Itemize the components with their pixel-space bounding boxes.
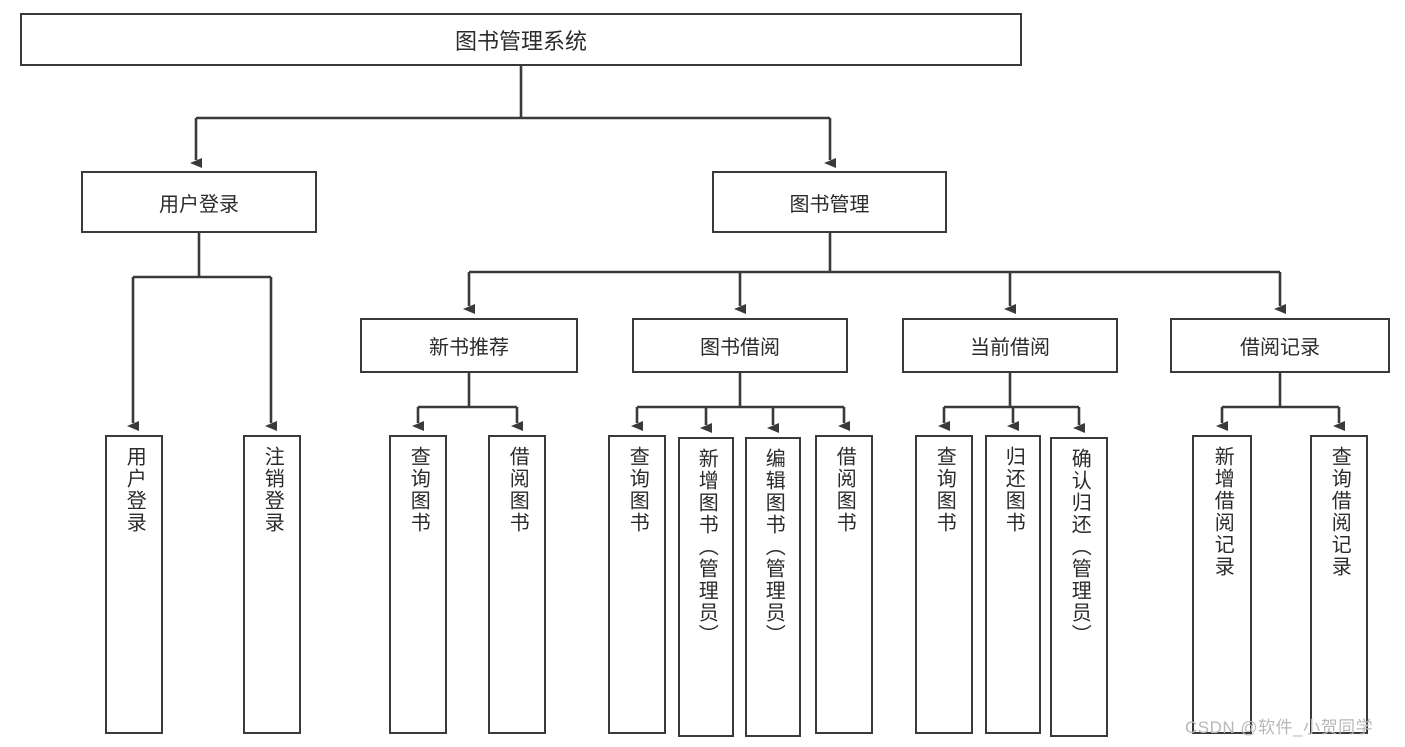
node-leaf-query-book-borrow[interactable]: 查询图书 bbox=[608, 435, 666, 734]
node-leaf-add-book-admin[interactable]: 新增图书（管理员） bbox=[678, 437, 734, 737]
node-book-borrow-label: 图书借阅 bbox=[700, 337, 780, 359]
node-leaf-confirm-return-admin[interactable]: 确认归还（管理员） bbox=[1050, 437, 1108, 737]
node-leaf-add-borrow-record-label: 新增借阅记录 bbox=[1211, 446, 1234, 578]
node-new-book-recommend-label: 新书推荐 bbox=[429, 337, 509, 359]
node-borrow-record[interactable]: 借阅记录 bbox=[1170, 318, 1390, 373]
node-leaf-borrow-book-recommend-label: 借阅图书 bbox=[506, 446, 529, 534]
node-leaf-query-book-borrow-label: 查询图书 bbox=[626, 446, 649, 534]
node-leaf-return-book-label: 归还图书 bbox=[1002, 446, 1025, 534]
node-book-management-label: 图书管理 bbox=[789, 193, 870, 216]
node-leaf-query-book-recommend[interactable]: 查询图书 bbox=[389, 435, 447, 734]
node-leaf-borrow-book-label: 借阅图书 bbox=[833, 446, 856, 534]
node-leaf-query-book-recommend-label: 查询图书 bbox=[407, 446, 430, 534]
node-leaf-user-login[interactable]: 用户登录 bbox=[105, 435, 163, 734]
node-leaf-return-book[interactable]: 归还图书 bbox=[985, 435, 1041, 734]
node-leaf-edit-book-admin[interactable]: 编辑图书（管理员） bbox=[745, 437, 801, 737]
node-new-book-recommend[interactable]: 新书推荐 bbox=[360, 318, 578, 373]
node-leaf-borrow-book-recommend[interactable]: 借阅图书 bbox=[488, 435, 546, 734]
node-leaf-query-borrow-record-label: 查询借阅记录 bbox=[1328, 446, 1351, 578]
watermark: CSDN @软件_小贺同学 bbox=[1185, 718, 1374, 737]
node-leaf-user-login-label: 用户登录 bbox=[123, 446, 146, 534]
node-book-management[interactable]: 图书管理 bbox=[712, 171, 947, 233]
node-leaf-edit-book-admin-label: 编辑图书（管理员） bbox=[762, 448, 785, 646]
node-leaf-logout-login[interactable]: 注销登录 bbox=[243, 435, 301, 734]
node-borrow-record-label: 借阅记录 bbox=[1240, 337, 1320, 359]
node-user-login[interactable]: 用户登录 bbox=[81, 171, 317, 233]
node-book-borrow[interactable]: 图书借阅 bbox=[632, 318, 848, 373]
node-current-borrow[interactable]: 当前借阅 bbox=[902, 318, 1118, 373]
node-root-label: 图书管理系统 bbox=[454, 28, 587, 54]
node-current-borrow-label: 当前借阅 bbox=[970, 337, 1050, 359]
node-leaf-borrow-book[interactable]: 借阅图书 bbox=[815, 435, 873, 734]
node-leaf-add-book-admin-label: 新增图书（管理员） bbox=[695, 448, 718, 646]
node-root[interactable]: 图书管理系统 bbox=[20, 13, 1022, 66]
node-leaf-logout-login-label: 注销登录 bbox=[261, 446, 284, 534]
node-leaf-query-book-current-label: 查询图书 bbox=[933, 446, 956, 534]
node-leaf-add-borrow-record[interactable]: 新增借阅记录 bbox=[1192, 435, 1252, 734]
node-user-login-label: 用户登录 bbox=[159, 193, 239, 216]
node-leaf-confirm-return-admin-label: 确认归还（管理员） bbox=[1068, 448, 1091, 646]
node-leaf-query-borrow-record[interactable]: 查询借阅记录 bbox=[1310, 435, 1368, 734]
node-leaf-query-book-current[interactable]: 查询图书 bbox=[915, 435, 973, 734]
